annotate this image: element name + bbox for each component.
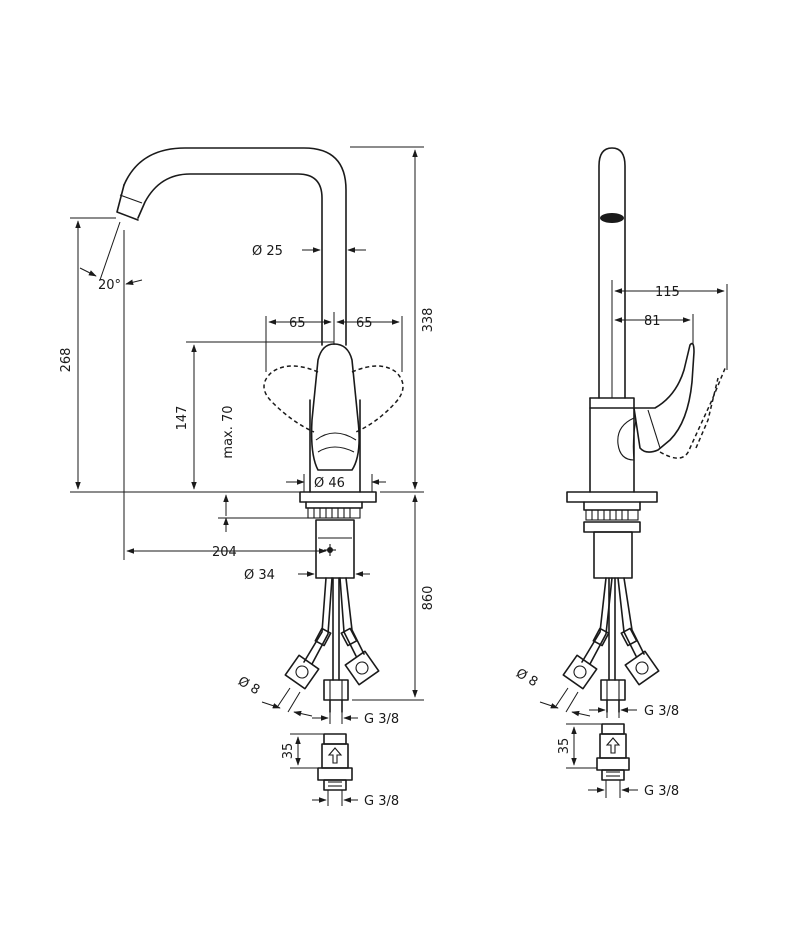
base-and-shank xyxy=(299,491,377,579)
label-height-268: 268 xyxy=(59,348,74,373)
front-dimensions xyxy=(70,146,424,806)
label-thread-bottom: G 3/8 xyxy=(364,794,399,809)
label-height-338: 338 xyxy=(421,308,436,333)
side-handle-swing-inner xyxy=(695,377,719,449)
side-base-and-shank xyxy=(566,491,658,579)
label-angle-20: 20° xyxy=(98,278,121,293)
label-adapter-35: 35 xyxy=(281,743,296,760)
side-view: 115 81 Ø 8 G 3/8 35 G 3/8 xyxy=(513,147,728,799)
front-view: Ø 25 20° 65 65 338 268 147 max. 70 Ø 46 … xyxy=(59,146,436,809)
side-handle-swing xyxy=(659,365,727,459)
side-body xyxy=(589,397,635,493)
side-dimensions xyxy=(539,280,728,798)
side-handle xyxy=(617,342,695,461)
label-side-adapter-35: 35 xyxy=(557,738,572,755)
label-hose-diameter-8: Ø 8 xyxy=(235,674,262,698)
spout xyxy=(116,147,347,346)
handle-swing-right xyxy=(351,365,404,433)
label-side-thread-top: G 3/8 xyxy=(644,704,679,719)
side-supply-hoses xyxy=(562,577,660,713)
label-height-147: 147 xyxy=(175,406,190,431)
label-length-860: 860 xyxy=(421,586,436,611)
label-diameter-46: Ø 46 xyxy=(314,476,345,491)
label-max-70: max. 70 xyxy=(221,405,236,458)
faucet-body xyxy=(309,399,361,493)
label-diameter-25: Ø 25 xyxy=(252,244,283,259)
label-thread-top: G 3/8 xyxy=(364,712,399,727)
label-side-hose-diameter-8: Ø 8 xyxy=(513,666,540,690)
handle-lever xyxy=(310,343,360,471)
side-connection-adapter xyxy=(596,723,630,781)
label-side-81: 81 xyxy=(644,314,661,329)
handle-swing-left xyxy=(263,365,319,433)
label-reach-204: 204 xyxy=(212,545,237,560)
side-spout xyxy=(598,147,626,399)
label-right-65: 65 xyxy=(356,316,373,331)
connection-adapter xyxy=(317,733,353,791)
label-side-115: 115 xyxy=(655,285,680,300)
label-side-thread-bottom: G 3/8 xyxy=(644,784,679,799)
label-left-65: 65 xyxy=(289,316,306,331)
supply-hoses xyxy=(284,577,380,713)
label-diameter-34: Ø 34 xyxy=(244,568,275,583)
